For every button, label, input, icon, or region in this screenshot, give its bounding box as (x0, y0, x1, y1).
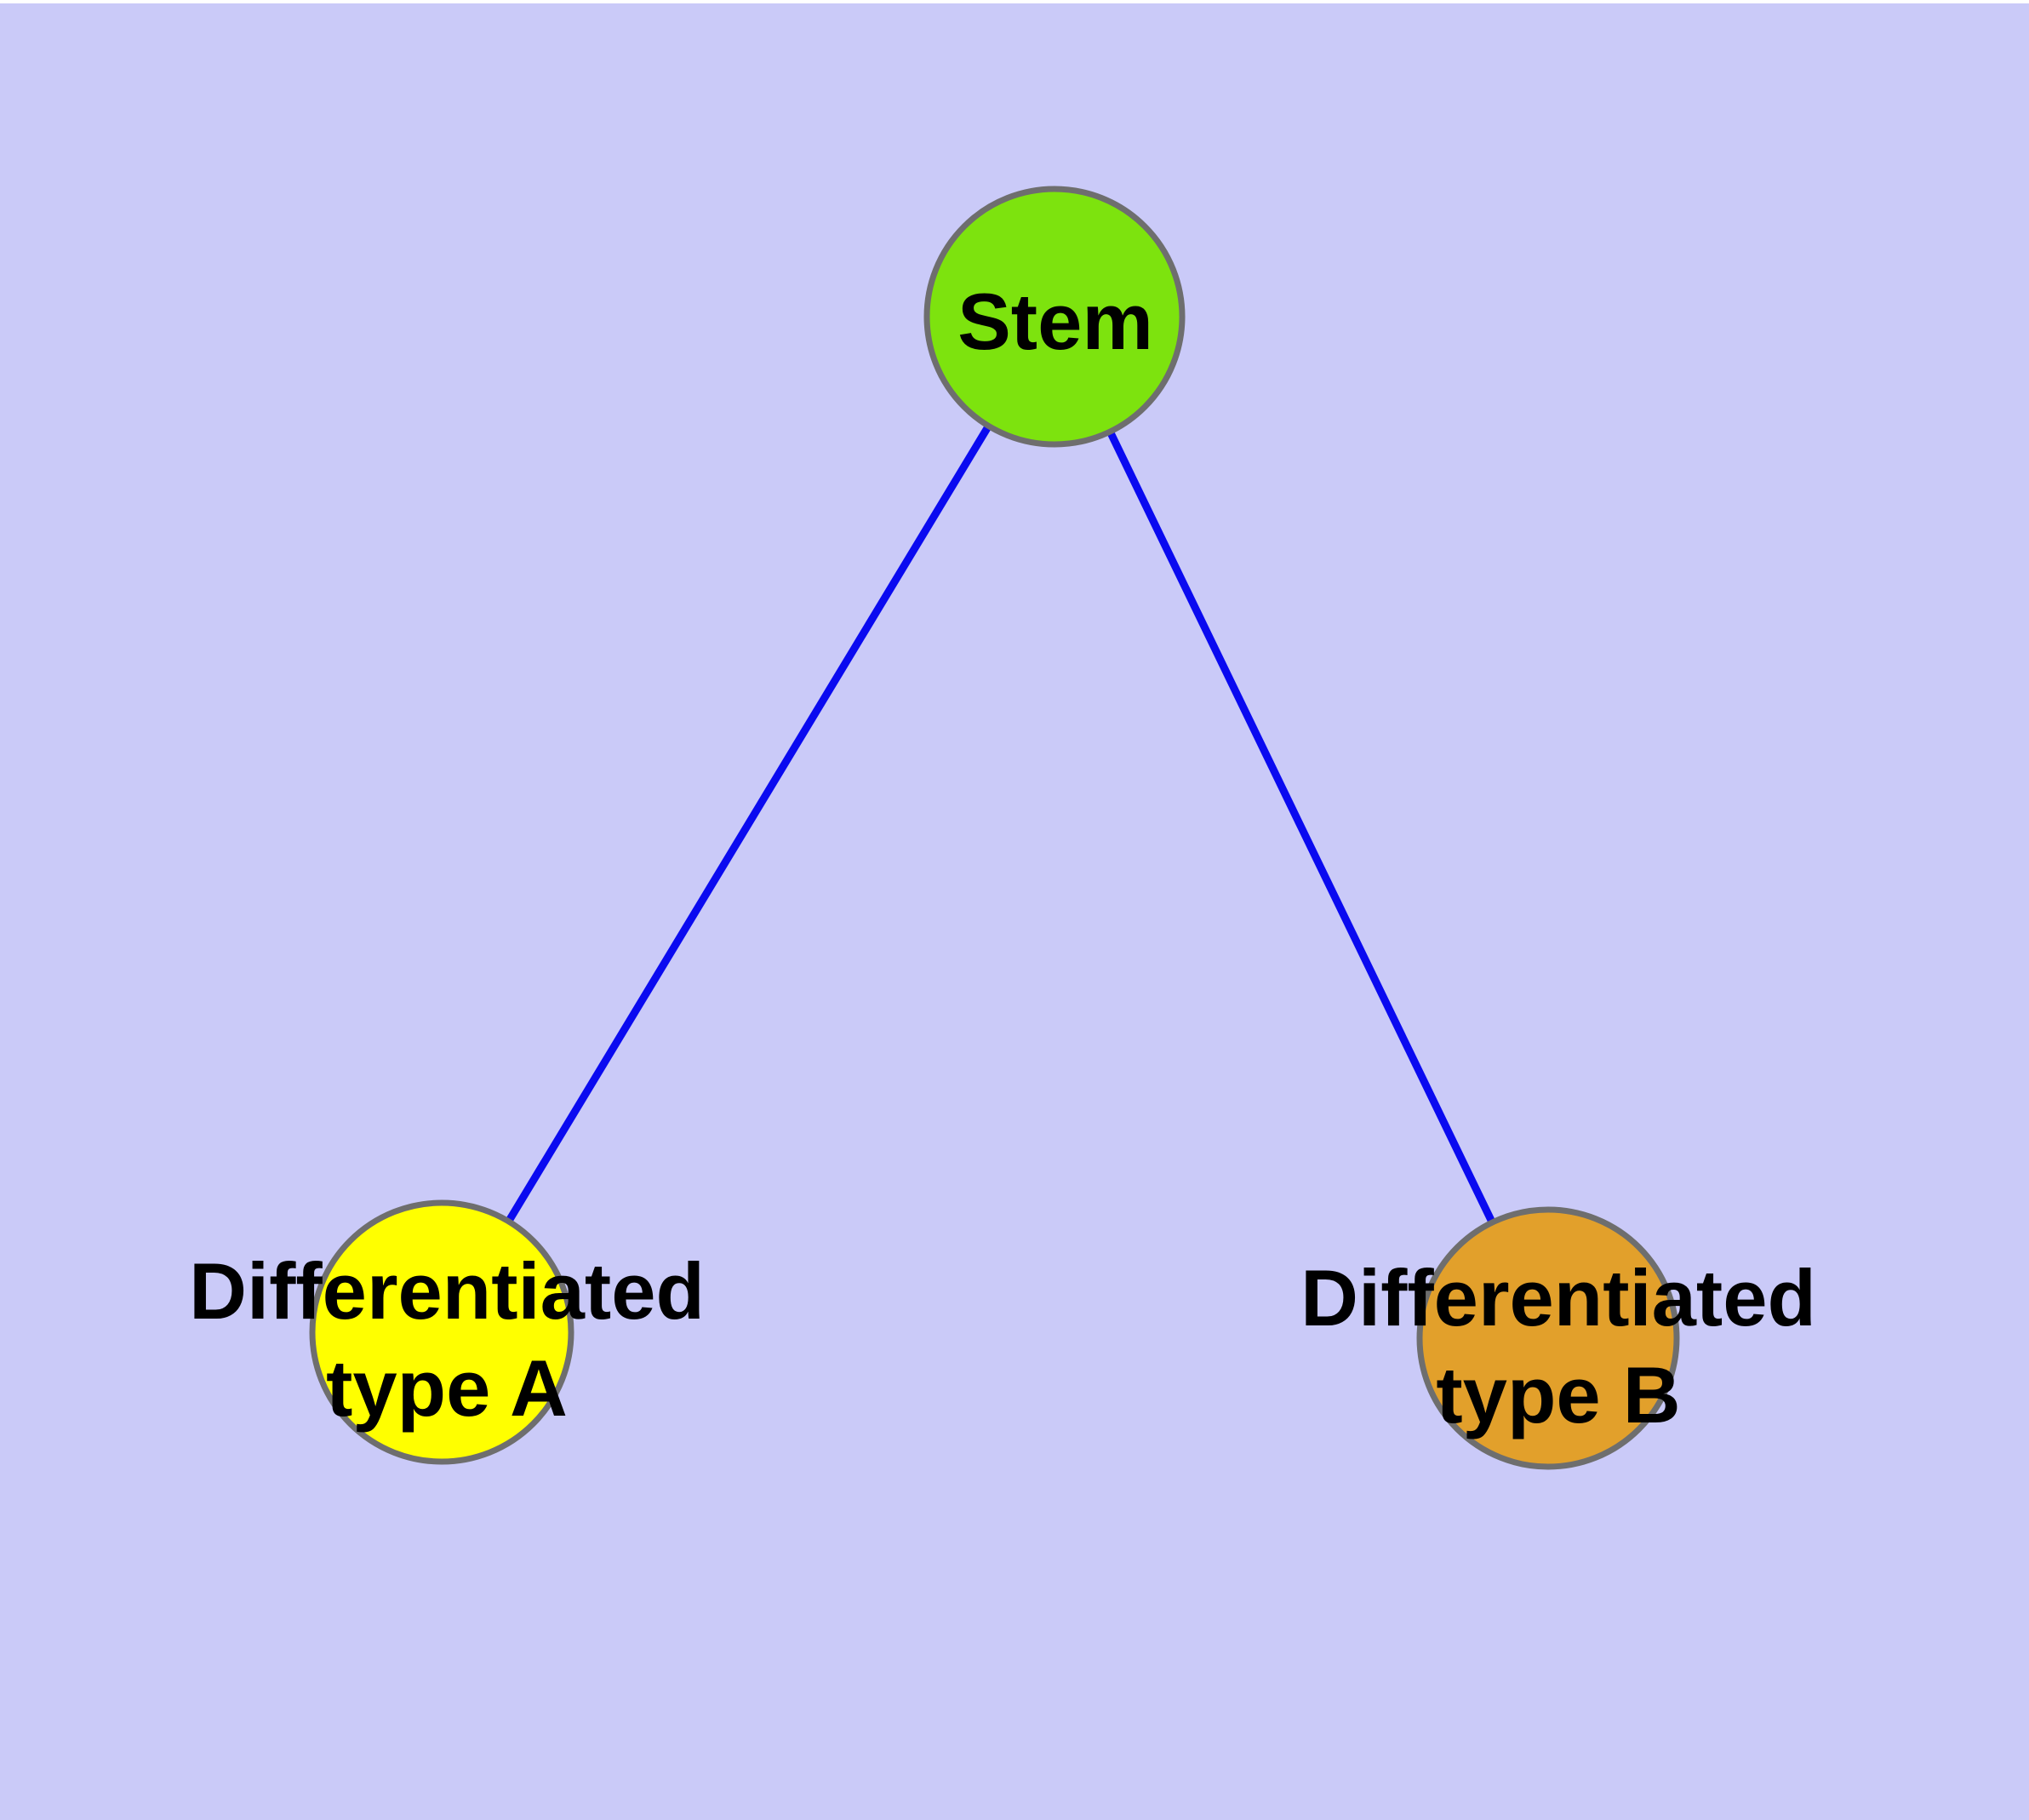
node-differentiated-type-a: Differentiated type A (189, 1199, 705, 1465)
edge-stem-to-type-a (438, 314, 1058, 1335)
type-b-node-label-line1: Differentiated (1300, 1253, 1816, 1342)
top-border-strip (0, 0, 2029, 3)
edges (438, 314, 1552, 1340)
type-a-node-circle (309, 1199, 574, 1465)
stem-node-circle (923, 186, 1186, 448)
type-a-node-label-line1: Differentiated (189, 1246, 705, 1336)
stem-node-label: Stem (957, 277, 1153, 366)
node-stem: Stem (923, 186, 1186, 448)
type-b-node-label-line2: type B (1436, 1350, 1680, 1439)
edge-stem-to-type-b (1050, 315, 1552, 1340)
type-b-node-circle (1416, 1206, 1680, 1470)
type-a-node-label-line2: type A (326, 1343, 568, 1433)
node-differentiated-type-b: Differentiated type B (1300, 1206, 1816, 1470)
